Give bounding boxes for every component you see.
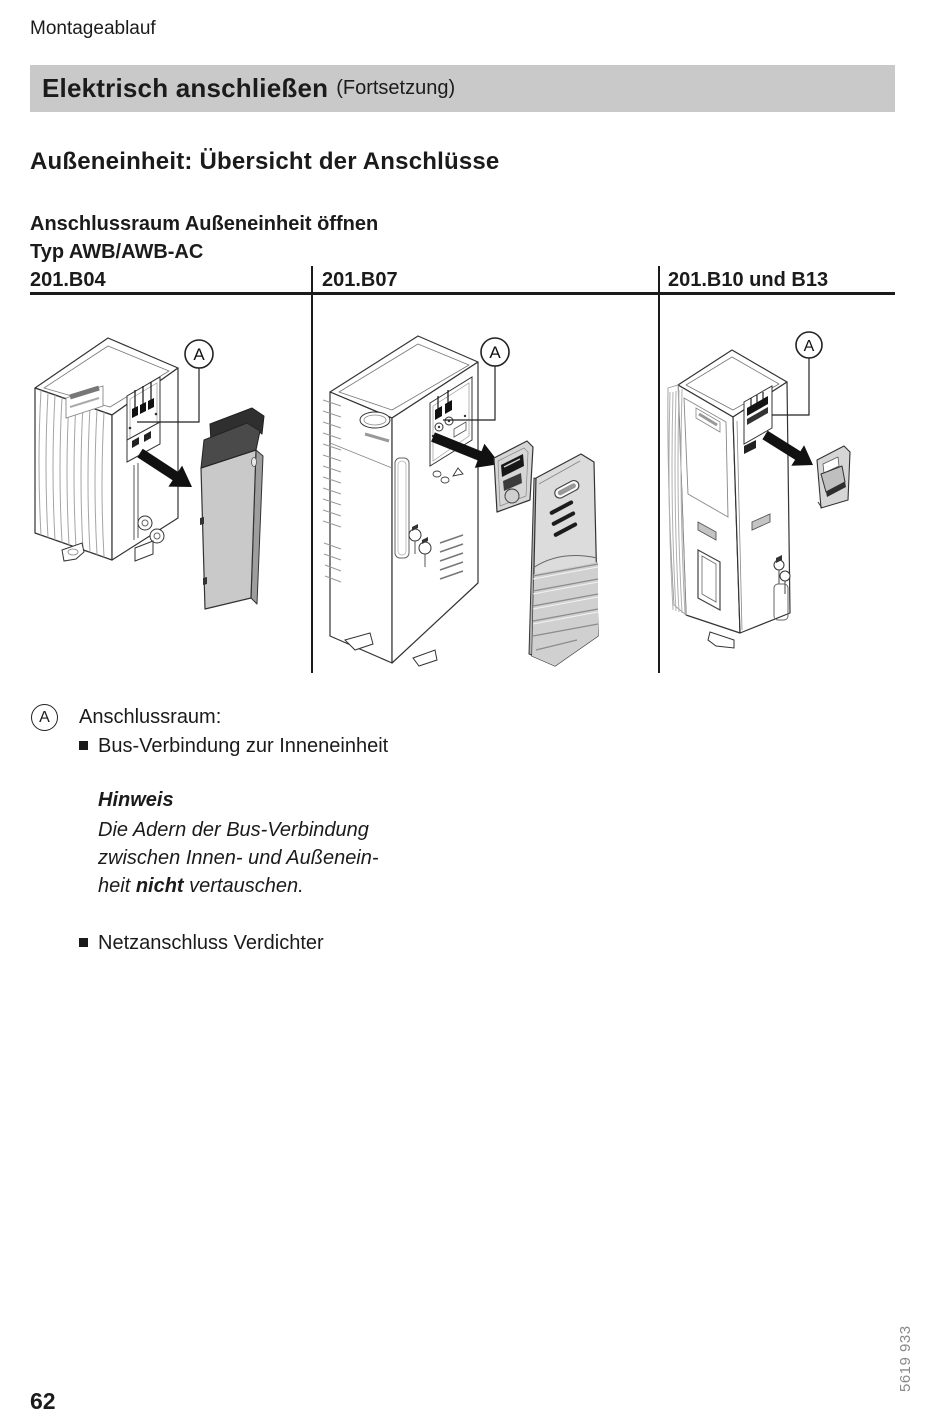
unit-body [329,335,479,664]
small-cover-plate [816,445,851,509]
column-header-b10-b13: 201.B10 und B13 [668,269,829,291]
terminal-compartment [743,385,773,454]
type-line: Typ AWB/AWB-AC [30,241,204,263]
unit-feet [344,632,438,667]
breadcrumb: Montageablauf [30,18,156,39]
unit-foot [61,542,85,562]
page-number: 62 [30,1388,56,1414]
legend-title: Anschlussraum: [79,706,222,728]
banner-suffix: (Fortsetzung) [336,77,456,99]
nameplate [65,385,104,419]
page-title: Außeneinheit: Übersicht der Anschlüsse [30,148,500,175]
callout-a-marker: A [443,337,510,421]
doc-number: 5619 933 [897,1325,914,1392]
callout-a-marker: A [137,339,214,423]
note-body: Die Adern der Bus-Verbindung zwischen In… [98,816,379,900]
figure-unit-201-b04: A [34,337,265,610]
column-header-b07: 201.B07 [322,269,398,291]
valves [773,555,791,621]
legend-bullet-netz-text: Netzanschluss Verdichter [98,932,324,954]
front-window [697,548,721,612]
column-divider-right [658,266,660,673]
header-rule [30,292,895,295]
callout-a-marker: A [772,331,823,416]
vent-slits [439,534,464,580]
marker-a-label: A [489,343,501,362]
service-channel [394,457,410,559]
removal-arrow-icon [762,430,813,466]
cover-panel [200,407,265,610]
removal-arrow-icon [431,432,500,468]
legend-bullet-netz: Netzanschluss Verdichter [79,932,324,955]
marker-a-label: A [193,345,205,364]
note-line3-bold: nicht [135,875,184,897]
louvered-side [667,384,687,616]
column-header-b04: 201.B04 [30,269,106,291]
brand-logo [359,411,391,443]
nameplate [695,407,721,433]
front-grille-panel [528,453,599,667]
legend-bullet-bus: Bus-Verbindung zur Inneneinheit [79,735,388,758]
section-banner: Elektrisch anschließen (Fortsetzung) [30,65,895,112]
legend-marker-a: A [31,704,58,731]
note-line3-pre: heit [98,875,136,897]
valves [408,524,432,567]
note-line3-post: vertauschen. [183,875,304,897]
unit-body [677,349,791,634]
note-line2: zwischen Innen- und Außenein- [98,847,379,869]
small-cover-plate [493,440,534,513]
louver-lines [322,399,342,583]
marker-a-label: A [804,338,815,355]
note-line1: Die Adern der Bus-Verbindung [98,819,369,841]
figure-subtitle: Anschlussraum Außeneinheit öffnen [30,213,379,235]
unit-body [34,337,179,561]
terminal-compartment [126,376,161,463]
figure-unit-201-b07: A [322,335,599,667]
bullet-square-icon [79,741,88,750]
front-panel-seams [683,397,771,541]
bullet-square-icon [79,938,88,947]
banner-title: Elektrisch anschließen [42,73,329,103]
legend-bullet-bus-text: Bus-Verbindung zur Inneneinheit [98,735,389,757]
removal-arrow-icon [137,448,192,487]
unit-foot [707,631,735,649]
column-divider-left [311,266,313,673]
pipes-and-valves [133,463,165,562]
note-title: Hinweis [98,789,174,811]
figure-unit-201-b10-b13: A [667,331,851,649]
